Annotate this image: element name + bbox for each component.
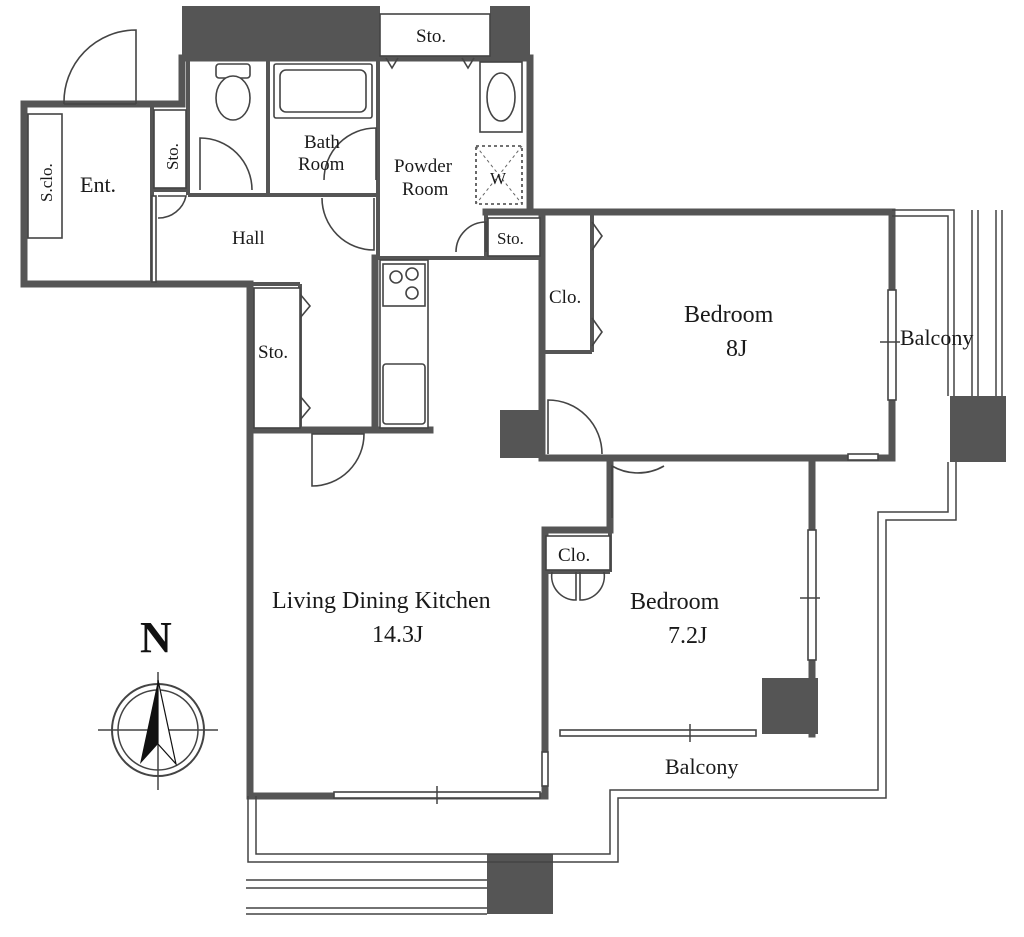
labels: Sto. Bath Room Powder Room W Sto. S.clo.… <box>37 26 973 779</box>
label-balcony-east: Balcony <box>900 325 973 350</box>
sink-icon <box>479 61 523 133</box>
compass: N <box>98 613 218 790</box>
label-bedroom2-name: Bedroom <box>630 589 720 615</box>
label-ldk-name: Living Dining Kitchen <box>272 588 491 614</box>
label-shoe-closet: S.clo. <box>37 163 56 202</box>
label-bath-line2: Room <box>298 154 345 175</box>
compass-needle-icon <box>140 680 158 764</box>
toilet-icon <box>215 63 251 121</box>
label-bedroom1-name: Bedroom <box>684 302 774 328</box>
fixtures <box>27 13 611 571</box>
doors <box>63 29 665 601</box>
entrance-door <box>63 29 137 105</box>
shoe-closet-box <box>27 113 63 239</box>
pillar-bottom <box>487 854 553 914</box>
pillar-balcony-east <box>950 396 1006 462</box>
kitchen-counter-icon <box>379 259 429 429</box>
label-bedroom2-size: 7.2J <box>668 623 707 649</box>
balcony-outlines <box>246 209 1003 915</box>
label-balcony-south: Balcony <box>665 754 738 779</box>
closet-bed2-box <box>545 535 611 571</box>
pillar-top-right <box>490 6 530 58</box>
label-storage-hall: Sto. <box>258 342 288 363</box>
bathtub-icon <box>273 63 373 119</box>
label-storage-entry: Sto. <box>163 143 182 170</box>
pillar-mid <box>500 410 542 458</box>
pillar-top-left <box>182 6 380 58</box>
storage-hall-box <box>253 287 301 429</box>
pillars <box>182 6 1006 914</box>
label-bedroom1-size: 8J <box>726 336 747 362</box>
compass-north-label: N <box>140 613 172 662</box>
label-entrance: Ent. <box>80 172 116 197</box>
label-hall: Hall <box>232 228 265 249</box>
label-storage-top: Sto. <box>416 26 446 47</box>
label-closet-bed2: Clo. <box>558 545 590 566</box>
storage-powder-box <box>487 217 541 257</box>
label-powder-line1: Powder <box>394 156 453 177</box>
storage-entry-box <box>153 109 187 189</box>
label-bath-line1: Bath <box>304 132 340 153</box>
label-powder-line2: Room <box>402 179 449 200</box>
label-ldk-size: 14.3J <box>372 622 423 648</box>
storage-top-box <box>379 13 491 57</box>
label-storage-powder: Sto. <box>497 229 524 248</box>
label-washer: W <box>490 169 507 188</box>
label-closet-bed1: Clo. <box>549 287 581 308</box>
windows <box>151 195 900 804</box>
